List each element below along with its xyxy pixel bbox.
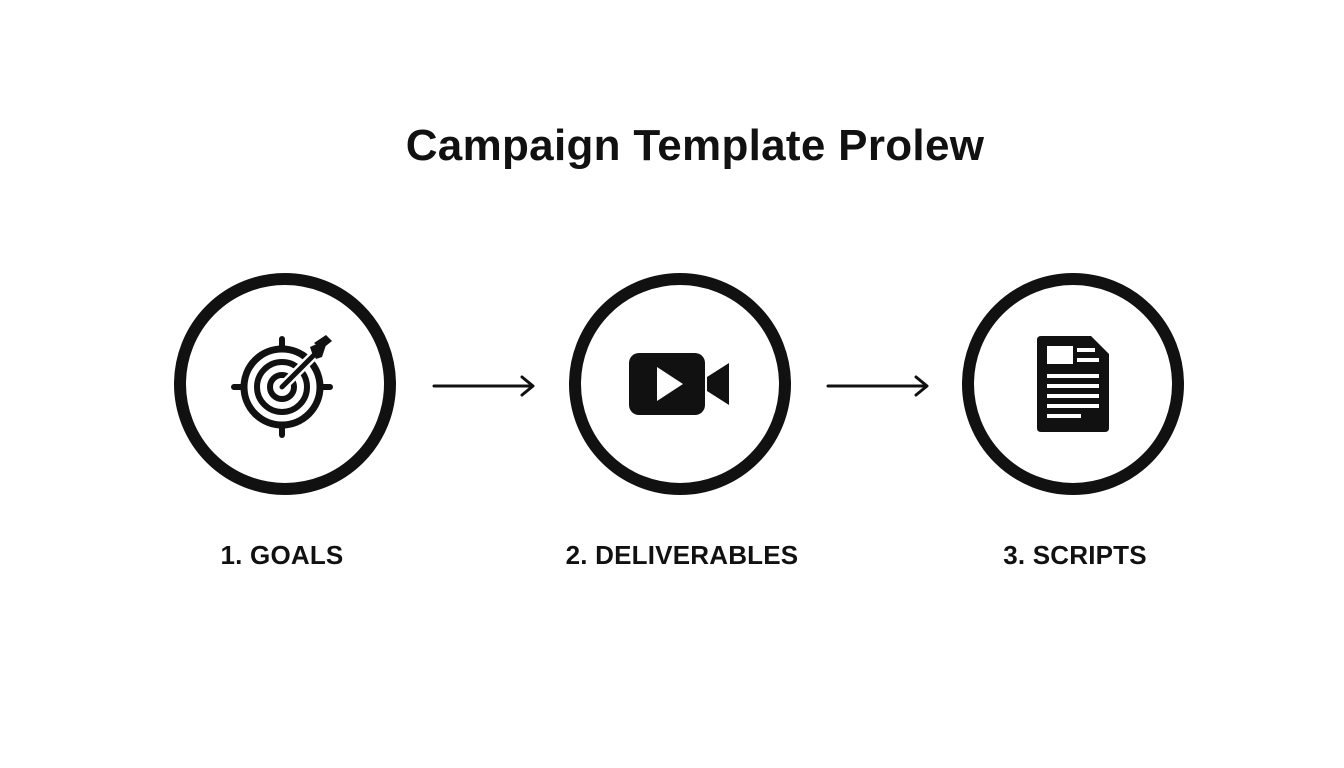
flow-arrow-1 xyxy=(432,375,535,397)
step-deliverables-circle xyxy=(569,273,791,495)
step-scripts-circle xyxy=(962,273,1184,495)
target-arrow-icon xyxy=(231,335,333,438)
step-label-scripts: 3. SCRIPTS xyxy=(1003,540,1147,570)
video-camera-icon xyxy=(629,353,729,415)
step-label-deliverables: 2. DELIVERABLES xyxy=(565,540,799,570)
step-label-goals: 1. GOALS xyxy=(220,540,344,570)
flow-arrow-2 xyxy=(826,375,929,397)
diagram-title: Campaign Template Prolew xyxy=(405,121,985,170)
step-goals-circle xyxy=(174,273,396,495)
document-icon xyxy=(1037,336,1109,432)
